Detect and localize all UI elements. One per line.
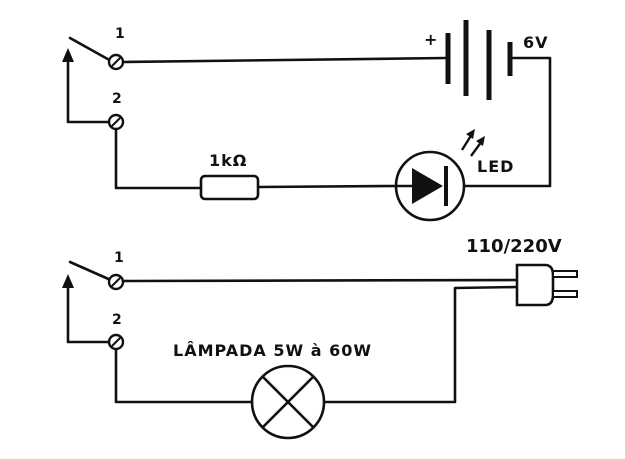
plug-pin-1 [552,270,578,278]
bottom-switch-arrow-line [66,282,111,344]
led-diode-triangle [412,168,443,204]
battery-voltage-label: 6V [523,33,549,52]
top-wire-to-battery [121,56,448,64]
mains-voltage-label: 110/220V [466,236,562,257]
resistor-value-label: 1kΩ [209,151,247,170]
bottom-wire-plug-to-lamp [322,285,519,404]
top-switch-arrow-line [66,56,111,124]
top-switch-arrowhead [62,48,74,62]
plug-pin-2 [552,290,578,298]
lamp-symbol [250,364,326,440]
bottom-switch-lever [68,260,115,283]
plug-body [515,263,555,307]
top-terminal-1-label: 1 [115,26,125,42]
bottom-terminal-2-label: 2 [112,312,122,328]
top-wire-resistor-to-led [256,184,398,189]
top-wire-battery-to-led [461,56,552,188]
battery-plus-label: + [424,30,438,49]
bottom-switch [62,260,125,351]
top-wire-switch-to-resistor [114,127,203,190]
lamp-label: LÂMPADA 5W à 60W [173,341,372,360]
top-circuit: + 6V LED 1kΩ 1 2 [62,20,552,222]
led-label: LED [477,157,514,176]
top-switch-lever [68,36,115,64]
top-terminal-2-label: 2 [112,91,122,107]
bottom-terminal-1-label: 1 [114,250,124,266]
resistor-symbol [199,174,260,201]
led-symbol [394,129,485,222]
battery-symbol [445,20,513,100]
bottom-wire-switch-to-lamp [114,347,254,404]
top-switch [62,36,125,131]
bottom-switch-arrowhead [62,274,74,288]
mains-plug-icon [515,263,578,307]
bottom-circuit: 110/220V LÂMPADA 5W à 60W 1 2 [62,236,578,440]
bottom-wire-to-plug-top [121,278,519,283]
